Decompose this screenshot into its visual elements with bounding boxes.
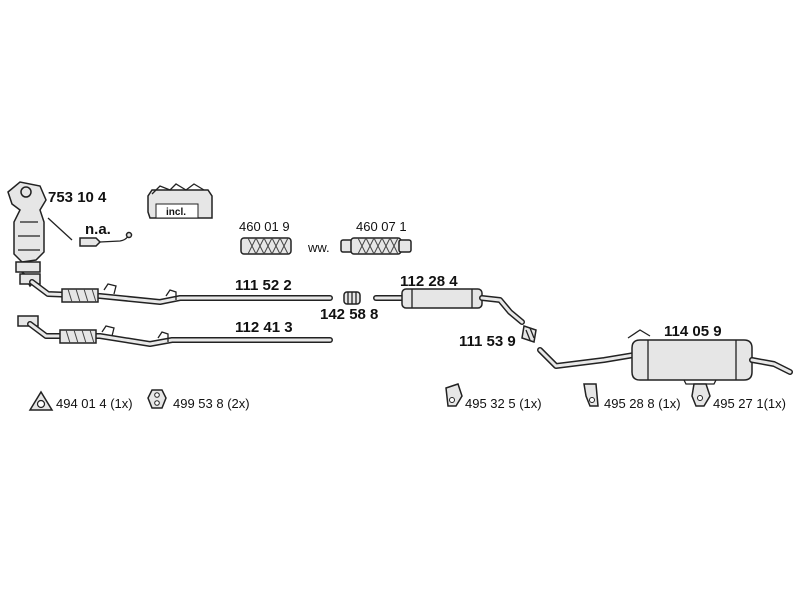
hanger-1-label: 495 32 5 (1x) <box>465 396 542 411</box>
flex-pipe-a <box>240 237 292 255</box>
pipe-clamp <box>343 291 361 305</box>
front-pipe-upper <box>19 273 333 305</box>
front-pipe-lower-label: 112 41 3 <box>235 319 293 336</box>
catalytic-converter <box>7 181 47 288</box>
hanger-1-icon <box>445 383 463 407</box>
rear-silencer-label: 114 05 9 <box>664 323 722 340</box>
flex-a-label: 460 01 9 <box>239 219 290 234</box>
catalyst-label: 753 10 4 <box>48 189 107 206</box>
front-pipe-lower <box>17 315 333 347</box>
gasket-icon <box>28 390 54 411</box>
kit-badge-label: incl. <box>166 207 186 218</box>
flex-alt-label: ww. <box>307 240 330 255</box>
connector-label: 111 53 9 <box>459 333 516 350</box>
hanger-3-label: 495 27 1(1x) <box>713 396 786 411</box>
flex-b-label: 460 07 1 <box>356 219 407 234</box>
clamp-label: 142 58 8 <box>320 306 378 323</box>
sensor-label: n.a. <box>85 221 111 238</box>
gasket-label: 494 01 4 (1x) <box>56 396 133 411</box>
catalyst-leader <box>47 217 73 241</box>
hanger-2-label: 495 28 8 (1x) <box>604 396 681 411</box>
connector-clamp <box>521 325 537 343</box>
rubber-mount-label: 499 53 8 (2x) <box>173 396 250 411</box>
flex-pipe-b <box>340 237 412 255</box>
lambda-sensor <box>79 231 133 247</box>
middle-silencer <box>373 288 525 325</box>
front-pipe-upper-label: 111 52 2 <box>235 277 292 294</box>
hanger-2-icon <box>583 383 599 407</box>
rubber-mount-icon <box>147 389 167 409</box>
hanger-3-icon <box>691 383 711 407</box>
rear-silencer <box>537 329 793 385</box>
middle-silencer-label: 112 28 4 <box>400 273 458 290</box>
mounting-kit-box: incl. <box>147 183 213 219</box>
